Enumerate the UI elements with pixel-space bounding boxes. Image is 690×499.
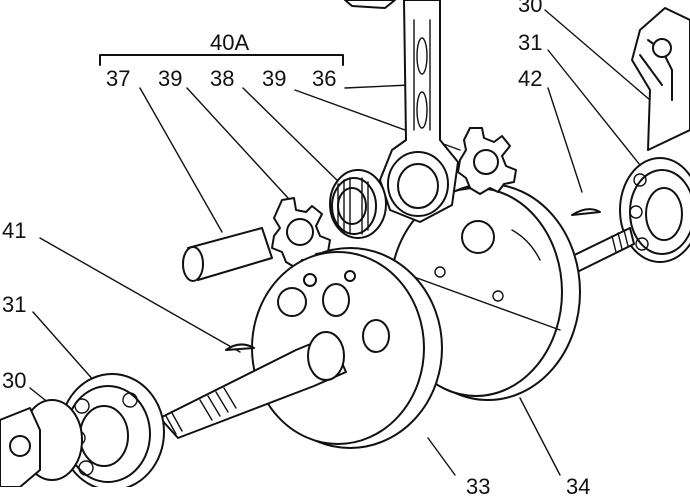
label-34-bottom: 34 <box>566 474 591 499</box>
label-30-left: 30 <box>2 368 27 393</box>
label-40a: 40A <box>210 30 250 55</box>
left-shaft <box>159 331 347 439</box>
woodruff-key-right <box>571 208 601 216</box>
right-crankcase <box>631 7 690 151</box>
label-33-bottom: 33 <box>466 474 491 499</box>
left-bearing <box>59 373 165 487</box>
needle-bearing <box>329 169 387 239</box>
leader-lines <box>29 9 651 476</box>
left-crankcase <box>0 399 83 487</box>
label-39-left: 39 <box>158 66 183 91</box>
label-36: 36 <box>312 66 337 91</box>
label-31-top: 31 <box>518 30 543 55</box>
label-38: 38 <box>210 66 235 91</box>
crank-pin <box>182 227 273 282</box>
thrust-washer-left-hole <box>286 218 314 246</box>
label-39-right: 39 <box>262 66 287 91</box>
left-flywheel <box>251 247 443 449</box>
label-31-left: 31 <box>2 292 27 317</box>
thrust-washer-right-hole <box>473 149 499 175</box>
diagram-drawing <box>0 0 690 487</box>
woodruff-key-left <box>225 343 255 351</box>
label-41: 41 <box>2 218 27 243</box>
label-37: 37 <box>106 66 131 91</box>
right-bearing <box>619 157 690 263</box>
label-42: 42 <box>518 66 543 91</box>
group-bracket-40a <box>99 54 344 66</box>
connecting-rod <box>344 0 459 223</box>
label-30-top: 30 <box>518 0 543 17</box>
